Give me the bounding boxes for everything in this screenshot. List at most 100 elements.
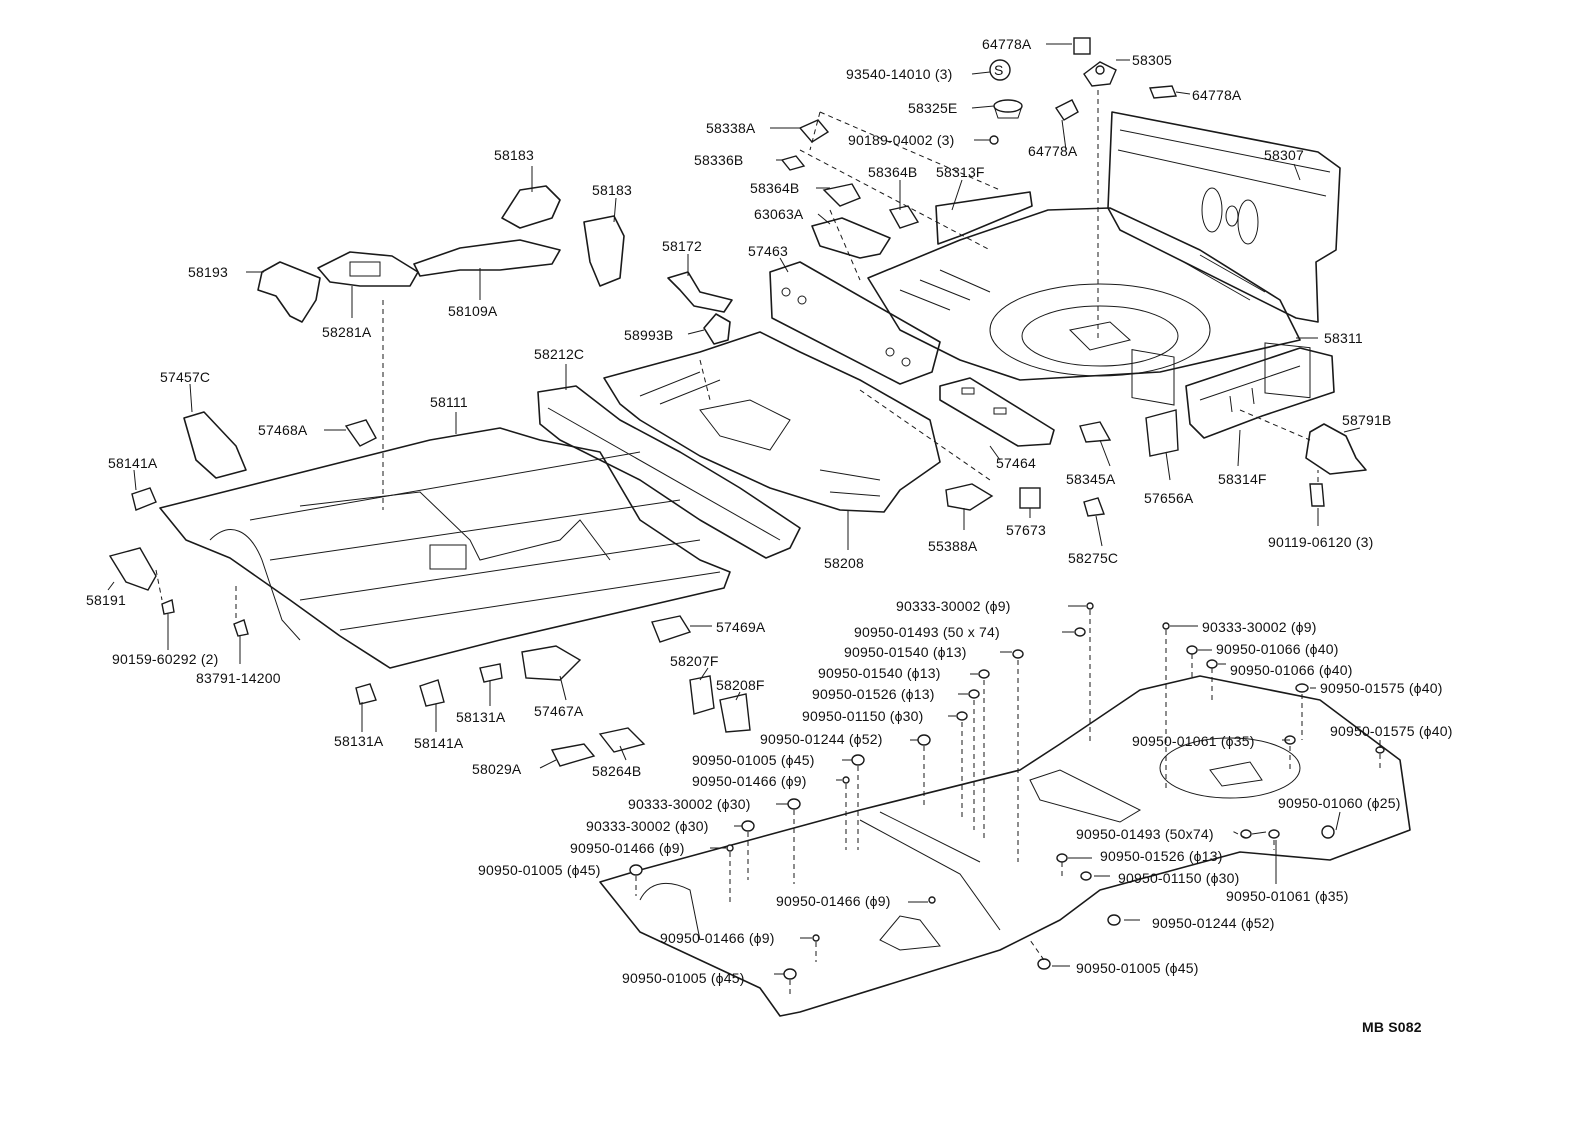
label-57463: 57463 xyxy=(748,243,788,259)
center-floor-pan-58208 xyxy=(603,331,941,513)
label-58131a-left: 58131A xyxy=(334,733,384,749)
label-58313f: 58313F xyxy=(936,164,985,180)
label-93540-14010: 93540-14010 (3) xyxy=(846,66,953,82)
label-64778a-right: 64778A xyxy=(1192,87,1242,103)
label-90950-01540-a: 90950-01540 (ϕ13) xyxy=(844,644,967,660)
label-58172: 58172 xyxy=(662,238,702,254)
label-90950-01466-b: 90950-01466 (ϕ9) xyxy=(570,840,685,856)
front-floor-pan-58111 xyxy=(159,427,731,669)
label-90950-01150-b: 90950-01150 (ϕ30) xyxy=(1118,870,1240,886)
label-90950-01526-a: 90950-01526 (ϕ13) xyxy=(812,686,935,702)
bracket-58183-top xyxy=(501,185,561,229)
reinforcement-58109a xyxy=(413,239,561,277)
diagram-code: MB S082 xyxy=(1362,1019,1422,1035)
label-58208f: 58208F xyxy=(716,677,765,693)
label-90950-01005-d: 90950-01005 (ϕ45) xyxy=(1076,960,1199,976)
label-90950-01526-b: 90950-01526 (ϕ13) xyxy=(1100,848,1223,864)
small-brackets-upper xyxy=(780,119,920,229)
label-58111: 58111 xyxy=(430,394,468,410)
small-brackets-center xyxy=(945,409,1325,517)
rear-floor-pan-58311 xyxy=(867,207,1301,381)
label-55388a: 55388A xyxy=(928,538,978,554)
label-58311: 58311 xyxy=(1324,330,1363,346)
bracket-58183-right xyxy=(583,215,625,287)
bracket-63063a xyxy=(811,217,891,259)
label-57457c: 57457C xyxy=(160,369,210,385)
label-58208: 58208 xyxy=(824,555,864,571)
label-90950-01493-a: 90950-01493 (50 x 74) xyxy=(854,624,1000,640)
bracket-58193 xyxy=(257,261,321,323)
floor-silencer-sheet xyxy=(599,675,1411,1017)
rear-panel-58307 xyxy=(1107,111,1341,406)
label-63063a: 63063A xyxy=(754,206,804,222)
label-58212c: 58212C xyxy=(534,346,584,362)
label-58109a: 58109A xyxy=(448,303,498,319)
label-58183-a: 58183 xyxy=(494,147,534,163)
label-57468a: 57468A xyxy=(258,422,308,438)
label-83791-14200: 83791-14200 xyxy=(196,670,281,686)
label-58029a: 58029A xyxy=(472,761,522,777)
label-64778a-top: 64778A xyxy=(982,36,1032,52)
label-90333-30002-30-a: 90333-30002 (ϕ30) xyxy=(628,796,751,812)
label-58307: 58307 xyxy=(1264,147,1304,163)
hole-plugs xyxy=(629,602,1385,980)
s-symbol: S xyxy=(994,62,1004,78)
label-90159-60292: 90159-60292 (2) xyxy=(112,651,219,667)
label-58338a: 58338A xyxy=(706,120,756,136)
label-58207f: 58207F xyxy=(670,653,719,669)
label-90950-01466-a: 90950-01466 (ϕ9) xyxy=(692,773,807,789)
label-90950-01061-b: 90950-01061 (ϕ35) xyxy=(1226,888,1349,904)
label-90950-01066-a: 90950-01066 (ϕ40) xyxy=(1216,641,1339,657)
label-57673: 57673 xyxy=(1006,522,1046,538)
rear-crossmember-58314f xyxy=(1185,347,1335,439)
label-90950-01244-a: 90950-01244 (ϕ52) xyxy=(760,731,883,747)
label-57464: 57464 xyxy=(996,455,1036,471)
bracket-58993b xyxy=(703,313,731,345)
label-58993b: 58993B xyxy=(624,327,673,343)
label-64778a-mid: 64778A xyxy=(1028,143,1078,159)
label-90189-04002: 90189-04002 (3) xyxy=(848,132,955,148)
label-58314f: 58314F xyxy=(1218,471,1267,487)
leader-lines xyxy=(107,43,1381,975)
label-90950-01493-b: 90950-01493 (50x74) xyxy=(1076,826,1214,842)
label-58193: 58193 xyxy=(188,264,228,280)
label-58141a-left: 58141A xyxy=(108,455,158,471)
bracket-58791b xyxy=(1305,423,1367,475)
label-90950-01066-b: 90950-01066 (ϕ40) xyxy=(1230,662,1353,678)
part-number-labels: 64778A 58305 93540-14010 (3) 58325E 6477… xyxy=(86,36,1452,1035)
label-58275c: 58275C xyxy=(1068,550,1118,566)
label-57469a: 57469A xyxy=(716,619,766,635)
label-90950-01244-b: 90950-01244 (ϕ52) xyxy=(1152,915,1275,931)
label-90119-06120: 90119-06120 (3) xyxy=(1268,534,1373,550)
label-90950-01005-c: 90950-01005 (ϕ45) xyxy=(622,970,745,986)
reference-lines xyxy=(155,90,1381,996)
bracket-57457c xyxy=(183,411,247,479)
label-58191: 58191 xyxy=(86,592,126,608)
label-90950-01466-d: 90950-01466 (ϕ9) xyxy=(660,930,775,946)
label-58336b: 58336B xyxy=(694,152,743,168)
label-57467a: 57467A xyxy=(534,703,584,719)
label-58364b-b: 58364B xyxy=(868,164,917,180)
small-brackets-left xyxy=(108,419,377,637)
label-58183-b: 58183 xyxy=(592,182,632,198)
label-58141a-bottom: 58141A xyxy=(414,735,464,751)
label-58791b: 58791B xyxy=(1342,412,1391,428)
bracket-58172 xyxy=(667,271,733,313)
label-58305: 58305 xyxy=(1132,52,1172,68)
label-90333-30002-9-b: 90333-30002 (ϕ9) xyxy=(1202,619,1317,635)
label-90333-30002-9-a: 90333-30002 (ϕ9) xyxy=(896,598,1011,614)
label-90950-01060: 90950-01060 (ϕ25) xyxy=(1278,795,1401,811)
label-90950-01466-c: 90950-01466 (ϕ9) xyxy=(776,893,891,909)
small-brackets-lower xyxy=(355,615,751,767)
label-90950-01005-a: 90950-01005 (ϕ45) xyxy=(692,752,815,768)
label-90950-01575-a: 90950-01575 (ϕ40) xyxy=(1320,680,1443,696)
label-58364b-a: 58364B xyxy=(750,180,799,196)
crossmember-57463 xyxy=(769,261,941,385)
label-58345a: 58345A xyxy=(1066,471,1116,487)
reinforcement-58281a xyxy=(317,251,419,287)
label-90950-01540-b: 90950-01540 (ϕ13) xyxy=(818,665,941,681)
reinforcement-58313f xyxy=(935,191,1033,245)
label-90950-01005-b: 90950-01005 (ϕ45) xyxy=(478,862,601,878)
label-58264b: 58264B xyxy=(592,763,641,779)
